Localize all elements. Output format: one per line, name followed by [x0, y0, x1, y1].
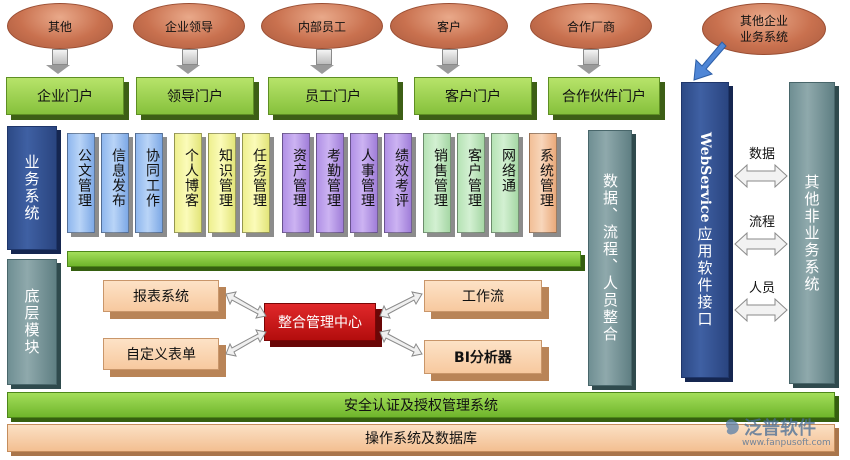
portal-customer: 客户门户 [414, 77, 532, 115]
bottom-module-label: 底层模块 [22, 288, 41, 356]
portal-label: 合作伙件门户 [562, 89, 646, 105]
ellipse-label: 合作厂商 [566, 19, 615, 34]
flow-label-people: 人员 [742, 277, 782, 296]
report-system-label: 报表系统 [133, 289, 189, 305]
other-non-business-block: 其他非业务系统 [789, 82, 835, 384]
ellipse-label: 企业领导 [164, 19, 213, 34]
flow-label-text: 数据 [748, 146, 775, 162]
bi-analyzer-box: BI分析器 [424, 340, 542, 374]
webservice-latin-label: WebService [697, 131, 713, 223]
integration-center-label: 整合管理中心 [278, 315, 362, 331]
ellipse-label: 业务系统 [739, 30, 788, 44]
portal-partner: 合作伙件门户 [548, 77, 660, 115]
flow-label-data: 数据 [742, 143, 782, 162]
bidirectional-arrow-icon [734, 297, 788, 323]
portal-leader: 领导门户 [136, 77, 254, 115]
double-arrow-icon [225, 329, 267, 357]
double-arrow-icon [379, 291, 423, 319]
ellipse-label: 内部员工 [297, 19, 346, 34]
custom-form-label: 自定义表单 [126, 347, 196, 363]
flow-label-text: 流程 [748, 214, 775, 230]
ellipse-label: 其他企业 [739, 14, 788, 28]
down-arrow-icon [176, 49, 200, 74]
module-blog: 个人博客 [174, 133, 202, 233]
module-base-bar [67, 251, 581, 267]
bidirectional-arrow-icon [734, 163, 788, 189]
module-performance: 绩效考评 [384, 133, 412, 233]
double-arrow-icon [225, 291, 267, 319]
module-sales: 销售管理 [423, 133, 451, 233]
security-bar: 安全认证及授权管理系统 [7, 392, 835, 418]
data-flow-integration-label: 数据、流程、人员整合 [601, 173, 619, 343]
module-document: 公文管理 [67, 133, 95, 233]
report-system-box: 报表系统 [103, 280, 219, 312]
down-arrow-icon [310, 49, 334, 74]
portal-label: 客户门户 [445, 89, 501, 105]
ellipse-label: 其他 [47, 19, 72, 34]
watermark-logo: 泛普软件 www.fanpusoft.com [722, 414, 846, 454]
other-non-business-label: 其他非业务系统 [802, 173, 821, 293]
workflow-label: 工作流 [462, 289, 504, 305]
double-arrow-icon [379, 329, 423, 357]
business-system-block: 业务系统 [7, 126, 57, 250]
user-ellipse-other: 其他 [7, 3, 113, 49]
data-flow-integration-block: 数据、流程、人员整合 [588, 130, 632, 386]
portal-staff: 员工门户 [268, 77, 398, 115]
bottom-module-block: 底层模块 [7, 259, 57, 385]
bi-analyzer-label: BI分析器 [454, 350, 512, 366]
watermark-name: 泛普软件 [744, 418, 816, 439]
module-hr: 人事管理 [350, 133, 378, 233]
os-database-label: 操作系统及数据库 [365, 431, 477, 447]
custom-form-box: 自定义表单 [103, 338, 219, 370]
module-collaboration: 协同工作 [135, 133, 163, 233]
business-system-label: 业务系统 [22, 154, 41, 222]
security-bar-label: 安全认证及授权管理系统 [344, 398, 498, 414]
os-database-bar: 操作系统及数据库 [7, 424, 835, 452]
workflow-box: 工作流 [424, 280, 542, 312]
user-ellipse-leader: 企业领导 [133, 3, 245, 49]
portal-label: 领导门户 [167, 89, 223, 105]
module-knowledge: 知识管理 [208, 133, 236, 233]
brand-mark-icon [725, 419, 739, 435]
user-ellipse-staff: 内部员工 [261, 3, 383, 49]
user-ellipse-customer: 客户 [390, 3, 508, 49]
down-arrow-icon [46, 49, 70, 74]
module-task: 任务管理 [242, 133, 270, 233]
bidirectional-arrow-icon [734, 231, 788, 257]
down-arrow-icon [436, 49, 460, 74]
module-attendance: 考勤管理 [316, 133, 344, 233]
blue-arrow-icon [693, 41, 727, 81]
portal-enterprise: 企业门户 [6, 77, 124, 115]
portal-label: 企业门户 [37, 89, 93, 105]
flow-label-text: 人员 [748, 280, 775, 296]
ellipse-label: 客户 [436, 19, 461, 34]
watermark-url: www.fanpusoft.com [742, 438, 831, 448]
module-info-publish: 信息发布 [101, 133, 129, 233]
module-customer: 客户管理 [457, 133, 485, 233]
webservice-interface-label: 应用软件接口 [695, 226, 714, 329]
module-system: 系统管理 [529, 133, 557, 233]
webservice-block: WebService 应用软件接口 [681, 82, 729, 378]
flow-label-process: 流程 [742, 211, 782, 230]
down-arrow-icon [577, 49, 601, 74]
module-network: 网络通 [491, 133, 519, 233]
portal-label: 员工门户 [305, 89, 361, 105]
integration-center-box: 整合管理中心 [264, 303, 376, 341]
module-asset: 资产管理 [282, 133, 310, 233]
user-ellipse-partner: 合作厂商 [530, 3, 652, 49]
